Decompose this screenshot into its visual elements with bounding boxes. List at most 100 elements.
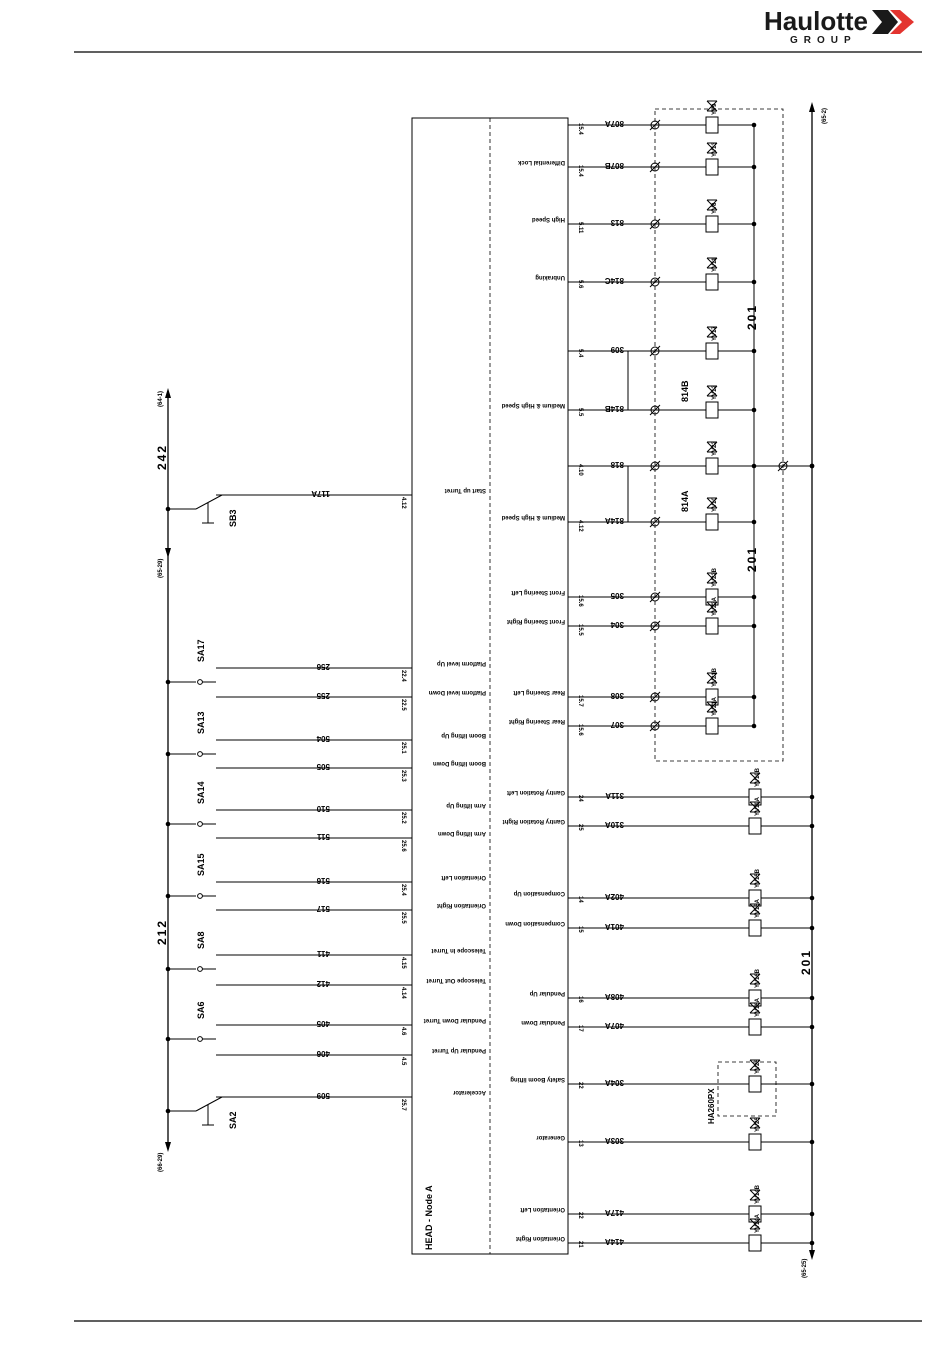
chevron-logo-icon bbox=[872, 10, 898, 34]
junction-dot bbox=[751, 694, 757, 700]
function-label: Arm lifting Down bbox=[438, 830, 486, 836]
wire-number: 814C bbox=[605, 276, 624, 285]
junction-dot bbox=[751, 463, 757, 469]
selector-switch-icon bbox=[197, 966, 203, 972]
pin-number: 5.11 bbox=[577, 222, 583, 234]
ha260px-box bbox=[717, 1061, 777, 1117]
coil-name: YV16B bbox=[755, 968, 761, 988]
solenoid-coil-icon bbox=[705, 273, 719, 291]
junction-dot bbox=[751, 723, 757, 729]
terminal-icon bbox=[650, 692, 660, 702]
coil-name: YV19A bbox=[755, 796, 761, 816]
arrow-down-icon bbox=[165, 1142, 171, 1152]
pin-number: 25.3 bbox=[400, 770, 406, 782]
selector-switch-icon bbox=[197, 1036, 203, 1042]
module-title-wrap: HEAD - Node A bbox=[424, 1185, 434, 1250]
junction-dot bbox=[165, 679, 171, 685]
coil-name: YV11 bbox=[712, 257, 718, 272]
wire-number: 505 bbox=[316, 762, 330, 771]
junction-dot bbox=[809, 794, 815, 800]
wire-number: 807A bbox=[605, 119, 624, 128]
coil-name: YV17 bbox=[712, 326, 718, 341]
wire-number: 304 bbox=[610, 620, 624, 629]
solenoid-coil-icon bbox=[705, 342, 719, 360]
wire-201-middle: 201 bbox=[745, 546, 759, 572]
pin-number: 15.6 bbox=[577, 595, 583, 607]
wire-201-upper: 201 bbox=[745, 304, 759, 330]
function-label: Medium & High Speed bbox=[501, 402, 565, 408]
terminal-icon bbox=[650, 405, 660, 415]
junction-dot bbox=[809, 1211, 815, 1217]
wire-number: 304A bbox=[605, 1078, 624, 1087]
brand-name: Haulotte bbox=[764, 6, 868, 36]
wire-number: 510 bbox=[316, 804, 330, 813]
arrow-down-icon bbox=[165, 548, 171, 558]
wire-number: 117A bbox=[311, 489, 330, 498]
coil-name: YV21B bbox=[712, 667, 718, 687]
wire-number: 814B bbox=[605, 404, 624, 413]
terminal-icon bbox=[650, 592, 660, 602]
function-label: Gantry Rotation Left bbox=[507, 789, 565, 795]
selector-switch-icon bbox=[197, 893, 203, 899]
coil-name: YV22 bbox=[712, 441, 718, 456]
wire-number: 411 bbox=[317, 949, 330, 958]
switch-name: SA14 bbox=[196, 781, 206, 804]
junction-dot bbox=[809, 1081, 815, 1087]
junction-dot bbox=[751, 122, 757, 128]
terminal-icon bbox=[650, 162, 660, 172]
function-label: Safety Boom lifting bbox=[510, 1076, 565, 1082]
wire-number: 311A bbox=[605, 791, 624, 800]
junction-dot bbox=[751, 519, 757, 525]
function-label: Compensation Up bbox=[513, 890, 565, 896]
solenoid-coil-icon bbox=[748, 1234, 762, 1252]
coil-name: YV15A bbox=[755, 898, 761, 918]
pin-number: 15 bbox=[577, 926, 583, 933]
wire-number: 417A bbox=[605, 1208, 624, 1217]
coil-name: YV19B bbox=[755, 767, 761, 787]
coil-name: YV14A bbox=[755, 1213, 761, 1233]
function-label: Boom lifting Up bbox=[441, 732, 486, 738]
wire-242: 242 bbox=[155, 444, 169, 470]
pin-number: 15.4 bbox=[577, 123, 583, 135]
terminal-icon bbox=[650, 621, 660, 631]
junction-dot bbox=[165, 966, 171, 972]
function-label: Generator bbox=[536, 1134, 565, 1140]
pin-number: 25.2 bbox=[400, 812, 406, 824]
pin-number: 4.12 bbox=[577, 520, 583, 532]
coil-name: YV25 bbox=[755, 1117, 761, 1132]
switch-name: SA2 bbox=[228, 1111, 238, 1129]
branch-814a: 814A bbox=[680, 490, 690, 512]
function-label: Gantry Rotation Right bbox=[503, 818, 565, 824]
pin-number: 17 bbox=[577, 1025, 583, 1032]
junction-dot bbox=[751, 407, 757, 413]
junction-dot bbox=[165, 893, 171, 899]
wire-number: 509 bbox=[316, 1091, 330, 1100]
switch-name: SA13 bbox=[196, 711, 206, 734]
coil-name: YV15B bbox=[755, 868, 761, 888]
function-label: Platform level Down bbox=[428, 689, 486, 695]
terminal-icon bbox=[650, 277, 660, 287]
pin-number: 25 bbox=[577, 824, 583, 831]
pin-number: 25.4 bbox=[400, 884, 406, 896]
function-label: Accelerator bbox=[452, 1089, 486, 1095]
junction-dot bbox=[809, 925, 815, 931]
arrow-up-icon bbox=[809, 102, 815, 112]
pin-number: 13 bbox=[577, 1140, 583, 1147]
